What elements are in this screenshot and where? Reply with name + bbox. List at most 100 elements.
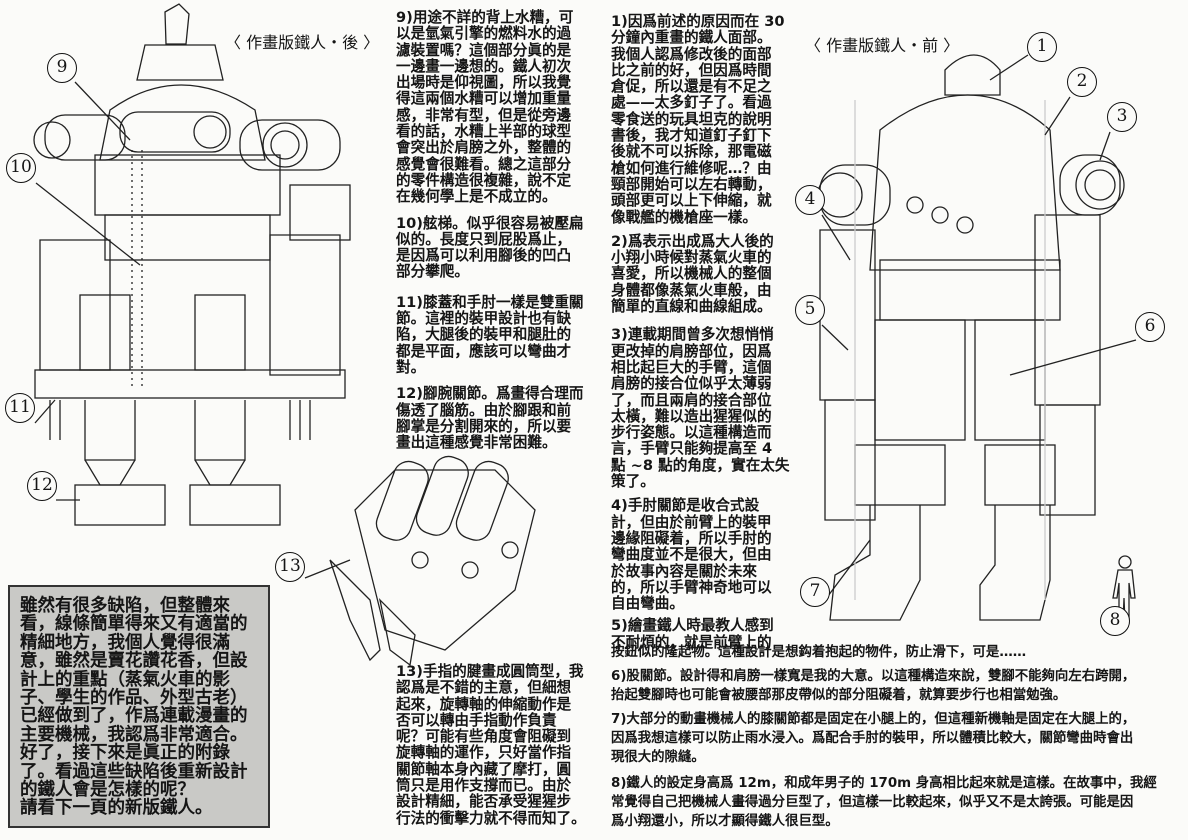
text-line: 槍如何進行維修呢…？由: [611, 159, 772, 177]
text-line: 於故事內容是關於未來: [611, 562, 757, 580]
text-line: 以是氫氣引擎的燃料水的過: [396, 25, 572, 43]
text-line: 書後，我才知道釘子釘下: [611, 127, 772, 145]
note-paragraph: 9)用途不詳的背上水糟，可以是氫氣引擎的燃料水的過濾裝置嗎？這個部分眞的是一邊畫…: [396, 9, 584, 206]
text-line: 策了。: [611, 473, 655, 491]
text-line: 都是平面，應該可以彎曲才: [396, 342, 572, 360]
text-line: 設計精細，能否承受猩猩步: [396, 793, 572, 811]
summary-box: 雖然有很多缺陷，但整體來看，線條簡單得來又有適當的精細地方，我個人覺得很滿意，雖…: [8, 585, 270, 828]
text-line: 常覺得自己把機械人畫得過分巨型了，但這樣一比較起來，似乎又不是太誇張。可能是因: [611, 795, 1134, 810]
text-line: 6)股關節。設計得和肩膀一樣寬是我的大意。以這種構造來說，雙腳不能夠向左右跨開，: [611, 669, 1136, 684]
notes-column-left: 9)用途不詳的背上水糟，可以是氫氣引擎的燃料水的過濾裝置嗎？這個部分眞的是一邊畫…: [396, 9, 584, 451]
callout-6: 6: [1135, 312, 1165, 342]
text-line: 10)舷梯。似乎很容易被壓扁: [396, 214, 584, 232]
notes-wide-bottom: 按鈕似的隆起物。這種設計是想鈎着抱起的物件，防止滑下，可是…… 6)股關節。設計得…: [611, 643, 1157, 831]
text-line: 看的話，水糟上半部的球型: [396, 123, 572, 141]
text-line: 5)繪畫鐵人時最教人感到: [611, 617, 774, 635]
callout-3: 3: [1107, 102, 1137, 132]
title-back-view: 〈 作畫版鐵人・後 〉: [225, 33, 380, 52]
text-line: 身體都像蒸氣火車般，由: [611, 281, 772, 299]
note-paragraph: 3)連載期間曾多次想悄悄更改掉的肩膀部位，因爲相比起巨大的手臂，這個肩膀的接合位…: [611, 327, 789, 490]
text-line: 請看下一頁的新版鐵人。: [20, 798, 213, 819]
text-line: 了。看過這些缺陷後重新設計: [20, 761, 248, 782]
title-front-view: 〈 作畫版鐵人・前 〉: [805, 36, 960, 55]
text-line: 雖然有很多缺陷，但整體來: [20, 596, 230, 616]
text-line: 好了，接下來是眞正的附錄: [20, 743, 230, 764]
text-line: 7)大部分的動畫機械人的膝關節都是固定在小腿上的，但這種新機軸是固定在大腿上的，: [611, 712, 1136, 727]
text-line: 在幾何學上是不成立的。: [396, 188, 557, 206]
callout-4: 4: [795, 185, 825, 215]
text-line: 2)爲表示出成爲大人後的: [611, 232, 774, 250]
text-line: 會突出於肩膀之外，整體的: [396, 139, 572, 157]
text-line: 出場時是仰視圖，所以我覺: [396, 74, 572, 92]
callout-1: 1: [1027, 32, 1057, 62]
note-paragraph: 6)股關節。設計得和肩膀一樣寬是我的大意。以這種構造來說，雙腳不能夠向左右跨開，…: [611, 667, 1157, 705]
text-line: 感，非常有型，但是從旁邊: [396, 106, 572, 124]
text-line: 頭部更可以上下伸縮，就: [611, 192, 772, 210]
robot-back-drawing: [33, 3, 351, 526]
note-paragraph: 11)膝蓋和手肘一樣是雙重關節。這裡的裝甲設計也有缺陷，大腿後的裝甲和腿肚的都是…: [396, 294, 584, 376]
text-line: 精細地方，我個人覺得很滿: [20, 632, 230, 653]
note-paragraph: 12)腳腕關節。爲畫得合理而傷透了腦筋。由於腳跟和前腳掌是分割開來的，所以要畫出…: [396, 385, 584, 451]
text-line: 筒只是用作支撐而已。由於: [396, 777, 572, 795]
notes-item-13: 13)手指的腱畫成圓筒型，我認爲是不錯的主意，但細想起來，旋轉軸的伸縮動作是否可…: [396, 663, 586, 827]
text-line: 零食送的玩具坦克的說明: [611, 110, 772, 128]
text-line: 爲小翔還小，所以才顯得鐵人很巨型。: [611, 814, 839, 829]
callout-10: 10: [6, 153, 36, 183]
note-paragraph: 按鈕似的隆起物。這種設計是想鈎着抱起的物件，防止滑下，可是……: [611, 643, 1157, 662]
text-line: 否可以轉由手指動作負責: [396, 711, 557, 729]
text-line: 看，線條簡單得來又有適當的: [20, 614, 248, 635]
text-line: 頸部開始可以左右轉動，: [611, 175, 772, 193]
text-line: 計上的重點（蒸氣火車的影: [20, 669, 230, 690]
text-line: 更改掉的肩膀部位，因爲: [611, 342, 772, 360]
text-line: 的，所以手臂神奇地可以: [611, 578, 772, 596]
text-line: 旋轉軸的運作，只好當作指: [396, 744, 572, 762]
callout-8: 8: [1100, 606, 1130, 636]
text-line: 像戰艦的機槍座一樣。: [611, 208, 757, 226]
text-line: 呢？可能有些角度會阻礙到: [396, 728, 572, 746]
text-line: 對。: [396, 358, 426, 376]
text-line: 太橫，難以造出猩猩似的: [611, 407, 772, 425]
text-line: 濾裝置嗎？這個部分眞的是: [396, 41, 572, 59]
callout-leaders: [34, 54, 1137, 597]
note-paragraph: 2)爲表示出成爲大人後的小翔小時候對蒸氣火車的喜愛，所以機械人的整個身體都像蒸氣…: [611, 232, 789, 316]
text-line: 喜愛，所以機械人的整個: [611, 265, 772, 283]
text-line: 一邊畫一邊想的。鐵人初次: [396, 57, 572, 75]
text-line: 節。這裡的裝甲設計也有缺: [396, 310, 572, 328]
text-line: 小翔小時候對蒸氣火車的: [611, 249, 772, 267]
text-line: 意，雖然是賣花讚花香，但設: [20, 651, 248, 672]
text-line: 分鐘內重畫的鐵人面部。: [611, 29, 772, 47]
text-line: 後就不可以拆除，那電磁: [611, 143, 772, 161]
text-line: 不耐煩的，就是前臂上的: [611, 633, 772, 651]
text-line: 9)用途不詳的背上水糟，可: [396, 9, 574, 26]
note-paragraph: 8)鐵人的設定身高爲 12m，和成年男子的 170m 身高相比起來就是這樣。在故…: [611, 774, 1157, 831]
text-line: 彎曲度並不是很大，但由: [611, 546, 772, 564]
text-line: 似的。長度只到屁股爲止，: [396, 230, 572, 248]
text-line: 3)連載期間曾多次想悄悄: [611, 326, 774, 344]
text-line: 了，而且兩肩的接合部位: [611, 391, 772, 409]
text-line: 起來，旋轉軸的伸縮動作是: [396, 695, 572, 713]
text-line: 腳掌是分割開來的，所以要: [396, 417, 572, 435]
callout-9: 9: [47, 53, 77, 83]
note-paragraph: 4)手肘關節是收合式設計，但由於前臂上的裝甲邊緣阻礙着，所以手肘的彎曲度並不是很…: [611, 498, 789, 612]
text-line: 的鐵人會是怎樣的呢？: [20, 780, 195, 801]
text-line: 言，手臂只能夠提高至 4: [611, 440, 773, 458]
text-line: 13)手指的腱畫成圓筒型，我: [396, 663, 584, 680]
text-line: 肩膀的接合位似乎太薄弱: [611, 375, 772, 393]
text-line: 簡單的直線和曲線組成。: [611, 298, 772, 316]
text-line: 計，但由於前臂上的裝甲: [611, 513, 772, 531]
text-line: 步行姿態。以這種構造而: [611, 424, 772, 442]
text-line: 感覺會很難看。總之這部分: [396, 155, 572, 173]
text-line: 邊緣阻礙着，所以手肘的: [611, 529, 772, 547]
text-line: 是因爲可以利用腳後的凹凸: [396, 247, 572, 265]
text-line: 相比起巨大的手臂，這個: [611, 358, 772, 376]
text-line: 按鈕似的隆起物。這種設計是想鈎着抱起的物件，防止滑下，可是……: [611, 645, 1027, 660]
text-line: 因爲我想這樣可以防止雨水浸入。爲配合手肘的裝甲，所以體積比較大，關節彎曲時會出: [611, 731, 1134, 746]
text-line: 認爲是不錯的主意，但細想: [396, 679, 572, 697]
callout-12: 12: [27, 471, 57, 501]
note-paragraph: 10)舷梯。似乎很容易被壓扁似的。長度只到屁股爲止，是因爲可以利用腳後的凹凸部分…: [396, 214, 584, 281]
hand-drawing: [329, 455, 536, 667]
callout-2: 2: [1067, 67, 1097, 97]
